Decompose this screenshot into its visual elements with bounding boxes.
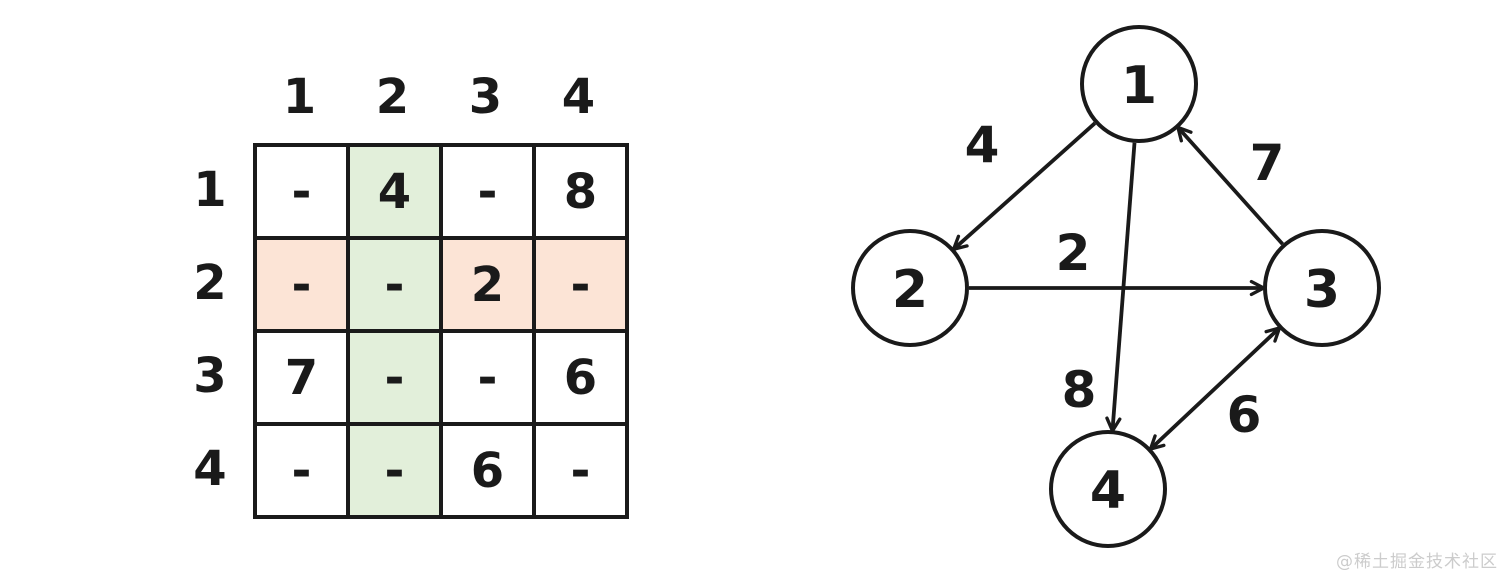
edge-weight-label-3-4: 6 xyxy=(1227,386,1262,444)
matrix-row-header-1: 1 xyxy=(193,161,227,218)
edge-weight-label-2-3: 2 xyxy=(1056,224,1091,282)
matrix-cell-r4-c1: - xyxy=(255,424,348,517)
matrix-row-headers: 1 2 3 4 xyxy=(168,143,252,515)
matrix-row-header-3: 3 xyxy=(193,347,227,404)
matrix-cell-r3-c4: 6 xyxy=(534,331,627,424)
matrix-col-headers: 1 2 3 4 xyxy=(253,56,625,138)
matrix-cell-r2-c2: - xyxy=(348,238,441,331)
watermark: @稀土掘金技术社区 xyxy=(1336,552,1498,572)
matrix-cell-r1-c2: 4 xyxy=(348,145,441,238)
edge-weight-label-3-1: 7 xyxy=(1250,134,1285,192)
graph-node-3 xyxy=(1263,229,1381,347)
graph-node-2 xyxy=(851,229,969,347)
graph-node-4 xyxy=(1049,430,1167,548)
matrix-cell-r4-c2: - xyxy=(348,424,441,517)
matrix-cell-r2-c3: 2 xyxy=(441,238,534,331)
matrix-cell-r3-c2: - xyxy=(348,331,441,424)
graph-node-label-2: 2 xyxy=(892,260,928,320)
graph-node-label-1: 1 xyxy=(1121,56,1157,116)
matrix-col-header-3: 3 xyxy=(468,69,503,125)
matrix-col-header-2: 2 xyxy=(375,69,410,125)
matrix-cell-r2-c1: - xyxy=(255,238,348,331)
graph-edge-1-4 xyxy=(1105,142,1137,433)
matrix-col-header-4: 4 xyxy=(561,69,596,125)
matrix-cell-r1-c4: 8 xyxy=(534,145,627,238)
graph-edge-1-2 xyxy=(951,121,1097,251)
graph-edge-3-1 xyxy=(1176,125,1285,246)
matrix-row-header-4: 4 xyxy=(193,440,227,497)
matrix-cell-r4-c4: - xyxy=(534,424,627,517)
graph-edge-3-4 xyxy=(1148,326,1282,451)
edge-weight-label-1-2: 4 xyxy=(965,116,1000,174)
matrix-cell-r3-c1: 7 xyxy=(255,331,348,424)
edge-weight-label-1-4: 8 xyxy=(1062,361,1097,419)
graph-node-label-4: 4 xyxy=(1090,461,1126,521)
matrix-cell-r3-c3: - xyxy=(441,331,534,424)
graph-node-1 xyxy=(1080,25,1198,143)
matrix-cell-r1-c3: - xyxy=(441,145,534,238)
graph-node-label-3: 3 xyxy=(1304,260,1340,320)
matrix-col-header-1: 1 xyxy=(282,69,317,125)
matrix-cell-r1-c1: - xyxy=(255,145,348,238)
matrix-row-header-2: 2 xyxy=(193,254,227,311)
matrix-cell-r2-c4: - xyxy=(534,238,627,331)
matrix-cell-r4-c3: 6 xyxy=(441,424,534,517)
matrix-grid: -4-8--2-7--6--6- xyxy=(253,143,629,519)
